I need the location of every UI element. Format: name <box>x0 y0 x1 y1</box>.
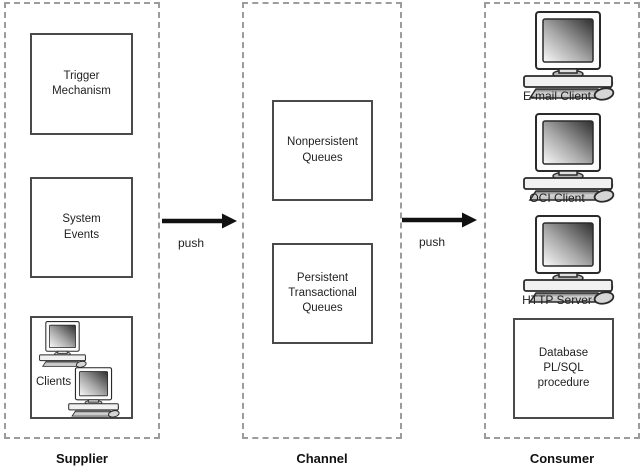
push-arrow-supplier-to-channel <box>162 213 237 229</box>
channel-column-label: Channel <box>296 451 348 466</box>
database-plsql-procedure-label: Database PL/SQL procedure <box>537 346 590 390</box>
channel-region <box>242 2 402 439</box>
push-label-right: push <box>418 235 446 249</box>
persistent-queues-box: Persistent Transactional Queues <box>272 243 373 344</box>
email-client-label: E-mail Client <box>522 89 591 103</box>
system-events-label: System Events <box>62 213 101 241</box>
nonpersistent-queues-box: Nonpersistent Queues <box>272 100 373 201</box>
computer-workstation-icon <box>38 321 87 369</box>
system-events-box: System Events <box>30 177 133 278</box>
database-plsql-procedure-box: Database PL/SQL procedure <box>513 318 614 419</box>
persistent-queues-label: Persistent Transactional Queues <box>288 271 357 315</box>
trigger-mechanism-label: Trigger Mechanism <box>52 69 111 97</box>
oci-client-label: OCI Client <box>529 191 585 205</box>
supplier-column-label: Supplier <box>55 451 108 466</box>
push-label-left: push <box>177 236 205 250</box>
push-arrow-channel-to-consumer <box>402 212 477 228</box>
clients-label: Clients <box>36 376 72 388</box>
http-server-label: HTTP Server <box>522 293 592 307</box>
computer-workstation-icon <box>67 367 120 419</box>
trigger-mechanism-box: Trigger Mechanism <box>30 33 133 135</box>
consumer-column-label: Consumer <box>529 451 595 466</box>
nonpersistent-queues-label: Nonpersistent Queues <box>287 136 358 164</box>
